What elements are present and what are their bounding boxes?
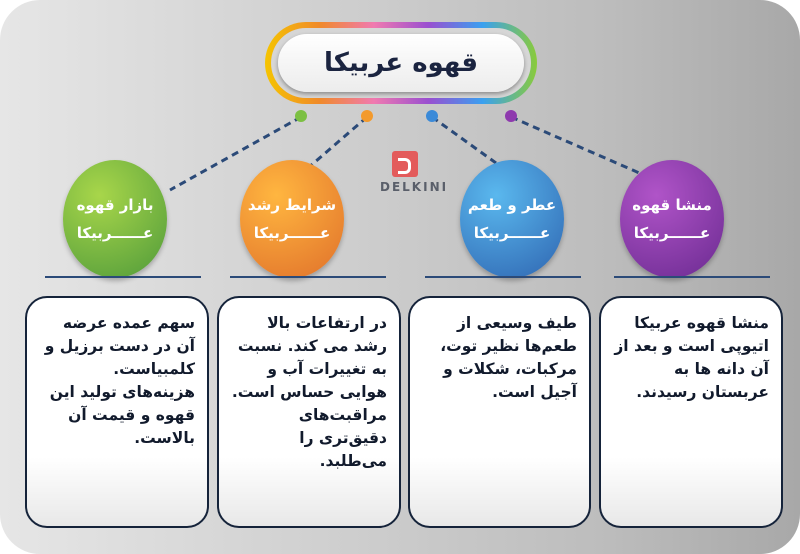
divider <box>45 276 201 278</box>
connector-aroma <box>431 115 497 165</box>
info-box-aroma: طیف وسیعی از طعم‌ها نظیر توت، مرکبات، شک… <box>408 296 591 528</box>
page-title: قهوه عربیکا <box>278 34 524 92</box>
divider <box>425 276 581 278</box>
dot-green <box>295 110 307 122</box>
connector-growth <box>307 115 368 170</box>
info-box-growth: در ارتفاعات بالا رشد می کند. نسبت به تغی… <box>217 296 401 528</box>
dot-orange <box>361 110 373 122</box>
info-box-market: سهم عمده عرضه آن در دست برزیل و کلمبیاست… <box>25 296 209 528</box>
connector-market <box>169 115 302 192</box>
dot-blue <box>426 110 438 122</box>
delkini-logo-icon <box>392 151 418 177</box>
divider <box>614 276 770 278</box>
info-box-origin: منشا قهوه عربیکا اتیوپی است و بعد از آن … <box>599 296 783 528</box>
connector-origin <box>510 115 661 184</box>
logo-text: DELKINI <box>380 180 449 194</box>
dot-purple <box>505 110 517 122</box>
divider <box>230 276 386 278</box>
